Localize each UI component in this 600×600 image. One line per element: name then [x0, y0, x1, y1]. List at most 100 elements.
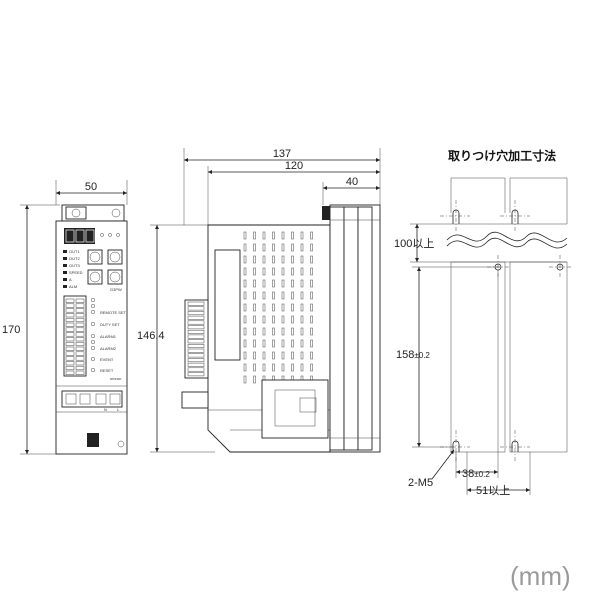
terminal-screw [75, 317, 85, 323]
terminal-label: EVENT [100, 357, 114, 362]
side-terminal-row [187, 311, 205, 316]
side-terminal-row [187, 372, 205, 377]
terminal-hole [90, 339, 96, 345]
vent-slot [281, 291, 285, 300]
vent-slot [300, 315, 304, 324]
front-height-label: 170 [2, 324, 20, 336]
terminal-screw [65, 308, 75, 313]
vent-slot [262, 327, 266, 336]
vent-slot [262, 267, 266, 276]
vent-slot [253, 327, 256, 336]
vent-slot [272, 363, 275, 372]
vent-slot [262, 303, 266, 312]
vent-slot [262, 351, 266, 360]
vent-slot [253, 267, 256, 276]
vent-slot [310, 279, 313, 288]
side-terminal-row [187, 367, 205, 372]
side-terminal-row [187, 320, 205, 325]
vent-slot [281, 351, 285, 360]
vent-slot [262, 363, 266, 372]
terminal-l-label: L [117, 407, 120, 412]
bottom-connector [87, 433, 99, 447]
vent-slot [243, 315, 247, 324]
terminal-label: ALARM2 [100, 346, 117, 351]
vent-slot [272, 255, 275, 264]
heat-sink [322, 204, 381, 453]
front-width-label: 50 [85, 181, 97, 193]
vent-slot [243, 363, 247, 372]
indicator-label: A [69, 277, 72, 282]
vent-slot [310, 303, 313, 312]
vent-slot [262, 291, 266, 300]
vent-slot [281, 363, 285, 372]
terminal-screw [65, 351, 75, 356]
terminal-screw [75, 365, 85, 371]
vent-slot [300, 291, 304, 300]
vent-slot [310, 339, 313, 348]
terminal-screw [65, 317, 75, 323]
side-terminal-row [187, 362, 205, 367]
vent-slot [262, 243, 266, 252]
side-depth-total-label: 137 [273, 148, 291, 160]
side-terminal-row [187, 334, 205, 339]
pitch-horizontal-label: 38±0.2 [462, 468, 490, 480]
side-terminal-row [187, 325, 205, 330]
terminal-screw [65, 370, 75, 375]
vent-slot [310, 291, 313, 300]
side-terminal-row [187, 348, 205, 353]
vent-slot [243, 255, 247, 264]
vent-slot [291, 339, 294, 348]
vent-slot [272, 279, 275, 288]
vent-slot [272, 267, 275, 276]
terminal-screw [75, 303, 85, 308]
vent-slot [272, 315, 275, 324]
vent-slot [243, 243, 247, 252]
vent-slot [310, 351, 313, 360]
side-terminal-row [187, 301, 205, 306]
vent-slot [253, 279, 256, 288]
vent-slot [300, 279, 304, 288]
terminal-screw [65, 298, 75, 303]
vent-slot [262, 339, 266, 348]
vent-slot [281, 339, 285, 348]
vent-slot [253, 339, 256, 348]
brand-label: omron [110, 376, 121, 381]
terminal-hole [90, 367, 96, 373]
vent-slot [310, 363, 313, 372]
vent-slot [253, 243, 256, 252]
terminal-screw [75, 356, 85, 361]
front-view: 50 170 OUT1 OUT2 [2, 180, 128, 455]
terminal-hole [90, 333, 96, 339]
vent-slot [281, 231, 285, 240]
terminal-hole [90, 297, 96, 303]
vent-slot [310, 231, 313, 240]
vent-slot [243, 231, 247, 240]
vent-slot [281, 243, 285, 252]
terminal-block [63, 295, 87, 377]
vent-slot [243, 327, 247, 336]
terminal-screw [75, 337, 85, 342]
vent-slot [253, 255, 256, 264]
vent-slot [300, 339, 304, 348]
screw-label: 2-M5 [408, 477, 433, 489]
vent-slot [262, 231, 266, 240]
vent-slot [310, 243, 313, 252]
terminal-label: ALARM1 [100, 334, 117, 339]
terminal-label: REMOTE SET [100, 310, 127, 315]
vent-slot [281, 315, 285, 324]
indicator-label: OUT3 [69, 263, 80, 268]
vent-slot [281, 327, 285, 336]
vent-slot [253, 303, 256, 312]
vent-slot [272, 291, 275, 300]
side-terminal-row [187, 344, 205, 348]
vent-slot [310, 327, 313, 336]
terminal-screw [65, 346, 75, 351]
vent-slot [272, 327, 275, 336]
vent-slot [243, 291, 247, 300]
vent-slot [243, 339, 247, 348]
vent-slot [253, 291, 256, 300]
side-terminal-row [187, 353, 205, 358]
terminal-screw [65, 341, 75, 347]
side-view: 137 120 40 146.4 [137, 148, 381, 453]
